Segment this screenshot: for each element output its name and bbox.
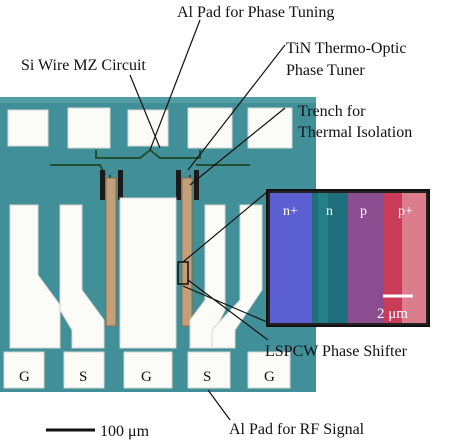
pad-label-3: G bbox=[141, 369, 152, 385]
callout-lines bbox=[129, 19, 286, 421]
pad-3 bbox=[123, 351, 173, 389]
bottom-pads bbox=[3, 351, 291, 389]
top-pad-2 bbox=[67, 107, 111, 149]
pad-label-5: G bbox=[264, 369, 275, 385]
top-pads bbox=[7, 107, 293, 149]
pad-label-4: S bbox=[203, 369, 211, 385]
inset-label-n: n bbox=[326, 204, 333, 219]
label-tin-line2: Phase Tuner bbox=[286, 62, 365, 79]
heaters bbox=[100, 170, 199, 327]
pad-label-2: S bbox=[79, 369, 87, 385]
label-trench-line2: Thermal Isolation bbox=[298, 124, 412, 141]
label-trench-line1: Trench for bbox=[298, 103, 366, 120]
region-mid-highlight bbox=[318, 193, 328, 323]
pad-5 bbox=[247, 351, 291, 389]
chip-substrate-edge bbox=[0, 97, 316, 103]
inset-panel bbox=[266, 189, 430, 327]
label-si-wire: Si Wire MZ Circuit bbox=[21, 57, 146, 74]
label-tin-line1: TiN Thermo-Optic bbox=[286, 40, 406, 57]
top-pad-5 bbox=[247, 107, 293, 149]
scale-bar-label: 100 μm bbox=[100, 423, 150, 440]
region-p-highlight bbox=[402, 193, 426, 323]
label-lspcw: LSPCW Phase Shifter bbox=[265, 343, 408, 360]
inset-label-n-plus: n+ bbox=[283, 204, 298, 219]
label-al-pad-phase: Al Pad for Phase Tuning bbox=[177, 4, 334, 21]
pad-1 bbox=[3, 351, 45, 389]
pad-label-1: G bbox=[19, 369, 30, 385]
region-n-plus bbox=[270, 193, 312, 323]
pad-2 bbox=[63, 351, 105, 389]
inset-label-p: p bbox=[360, 204, 367, 219]
top-pad-3 bbox=[127, 109, 169, 147]
region-p bbox=[348, 193, 384, 323]
rf-electrodes bbox=[9, 197, 263, 349]
label-al-pad-rf: Al Pad for RF Signal bbox=[229, 421, 365, 438]
zoom-marker bbox=[177, 261, 189, 285]
inset-label-p-plus: p+ bbox=[398, 204, 413, 219]
pad-4 bbox=[187, 351, 231, 389]
top-pad-1 bbox=[7, 109, 49, 147]
inset-scale-label: 2 μm bbox=[377, 306, 408, 322]
